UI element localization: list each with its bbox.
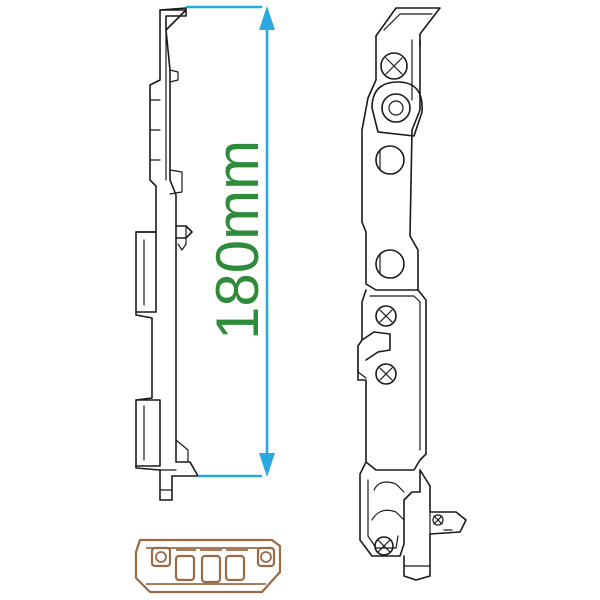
arrow-up-icon: [259, 6, 275, 30]
profile-cross-section: [134, 538, 282, 594]
front-view-hinge: [357, 7, 467, 581]
side-view-hinge: [135, 7, 199, 501]
dimension-indicator: 180mm: [186, 5, 275, 478]
dimension-label: 180mm: [204, 140, 271, 340]
arrow-down-icon: [259, 453, 275, 477]
